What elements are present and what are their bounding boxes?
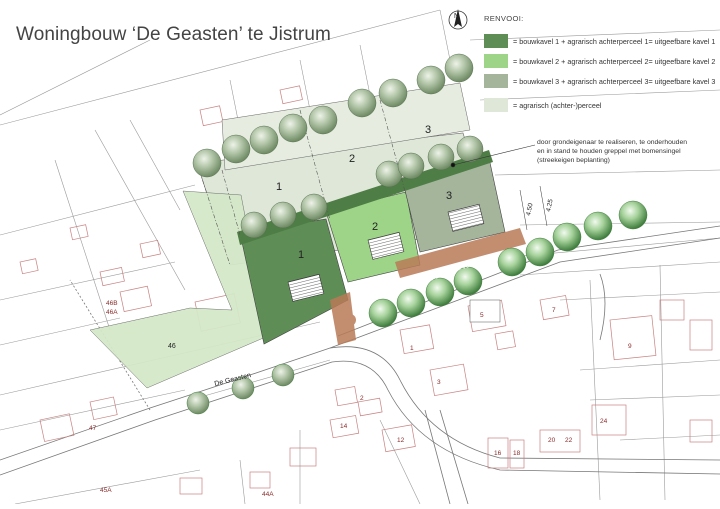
annotation-leader [450, 144, 536, 168]
house-number-47: 47 [89, 425, 97, 432]
legend-label-3: = bouwkavel 3 + agrarisch achterperceel … [513, 76, 716, 86]
house-number-22: 22 [565, 437, 573, 444]
legend-item-1: = bouwkavel 1 + agrarisch achterperceel … [484, 34, 715, 48]
legend-swatch-4 [484, 98, 508, 112]
legend-label-4: = agrarisch (achter-)perceel [513, 100, 602, 110]
back-plot-label-1: 1 [276, 181, 282, 193]
house-number-24: 24 [600, 418, 608, 425]
back-plot-label-3: 3 [425, 124, 431, 136]
legend-item-4: = agrarisch (achter-)perceel [484, 98, 601, 112]
ditch-strip [237, 150, 493, 245]
annotation-line-3: (streekeigen beplanting) [537, 157, 610, 164]
annotation-line-1: door grondeigenaar te realiseren, te ond… [537, 139, 688, 146]
legend-item-3: = bouwkavel 3 + agrarisch achterperceel … [484, 74, 715, 88]
house-number-9: 9 [628, 343, 632, 350]
legend-swatch-3 [484, 74, 508, 88]
paved-paths [330, 228, 526, 345]
dimension-2: 4.25 [545, 198, 555, 212]
house-number-2: 2 [360, 395, 364, 402]
build-plot-label-3: 3 [446, 190, 452, 202]
build-plots [237, 150, 506, 345]
house-hatches [287, 203, 501, 323]
house-number-12: 12 [397, 437, 405, 444]
house-number-5: 5 [480, 312, 484, 319]
house-number-3: 3 [437, 379, 441, 386]
ditch-annotation: door grondeigenaar te realiseren, te ond… [537, 138, 707, 165]
dimension-lines [519, 185, 548, 231]
page-title: Woningbouw ‘De Geasten’ te Jistrum [16, 24, 331, 45]
house-number-46a: 46A [106, 309, 118, 316]
legend-item-2: = bouwkavel 2 + agrarisch achterperceel … [484, 54, 715, 68]
house-number-7: 7 [552, 307, 556, 314]
house-number-18: 18 [513, 450, 521, 457]
house-number-16: 16 [494, 450, 502, 457]
build-plot-label-1: 1 [298, 249, 304, 261]
lot-46-area [89, 190, 269, 389]
annotation-line-2: en in stand te houden greppel met bomens… [537, 148, 681, 155]
house-number-44a: 44A [262, 491, 274, 498]
house-number-45a: 45A [100, 487, 112, 494]
legend-label-1: = bouwkavel 1 + agrarisch achterperceel … [513, 36, 716, 46]
build-plot-label-2: 2 [372, 221, 378, 233]
north-arrow [448, 9, 468, 30]
building-outlines [19, 85, 713, 495]
back-plot-label-2: 2 [349, 153, 355, 165]
legend-heading: RENVOOI: [484, 14, 524, 23]
house-number-20: 20 [548, 437, 556, 444]
dimension-1: 4.50 [525, 202, 535, 216]
tree-row-street [186, 200, 648, 415]
legend-swatch-2 [484, 54, 508, 68]
house-number-14: 14 [340, 423, 348, 430]
legend-label-2: = bouwkavel 2 + agrarisch achterperceel … [513, 56, 716, 66]
house-number-1: 1 [410, 345, 414, 352]
lot-46-label: 46 [168, 343, 176, 350]
legend-swatch-1 [484, 34, 508, 48]
house-number-46b: 46B [106, 300, 118, 307]
north-label: N [454, 13, 459, 20]
road-outlines [0, 225, 720, 505]
tree-row [192, 53, 484, 239]
